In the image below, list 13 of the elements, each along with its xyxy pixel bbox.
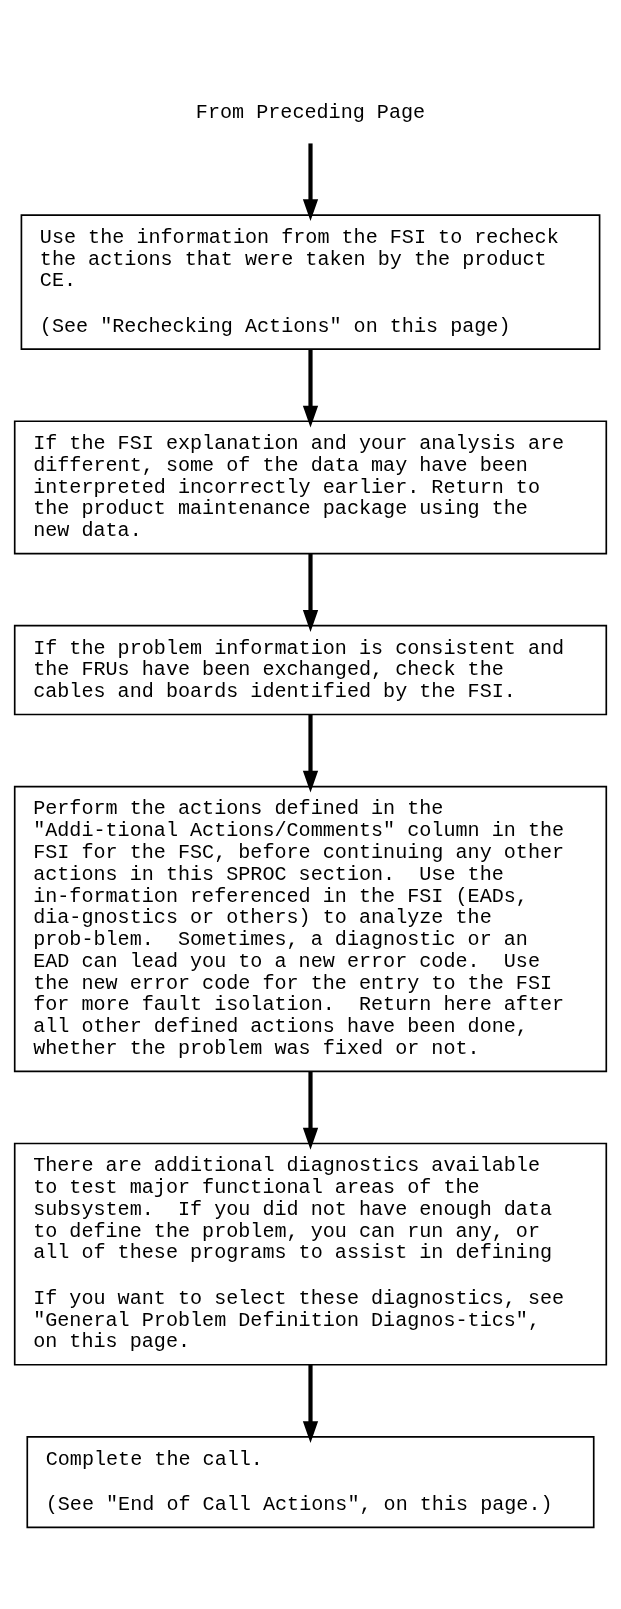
node-box: If the FSI explanation and your analysis are different, some of the data may have been interpreted incorrectly earlier. Return to the product maintenance package using the new data.: [13, 419, 608, 554]
node-text: From Preceding Page: [195, 100, 426, 124]
arrow: [302, 553, 319, 632]
node-box: Complete the call. (See "End of Call Actions", on this page.): [26, 1435, 595, 1528]
arrow: [302, 1071, 319, 1150]
arrow: [302, 1364, 319, 1443]
node-box: Perform the actions defined in the "Addi-tional Actions/Comments" column in the FSI for the FSC, before continuing any other actions in this SPROC section. Use the in-formation referenced in the FSI (EADs, dia-gnostics or others) to analyze the prob-blem. Sometimes, a diagnostic or an EAD can lead you to a new error code. Use the new error code for the entry to the FSI for more fault isolation. Return here after all other defined actions have been done, whether the problem was fixed or not.: [13, 785, 608, 1072]
node-box: There are additional diagnostics available to test major functional areas of the subsystem. If you did not have enough data to define the problem, you can run any, or all of these programs to assist in defining If you want to select these diagnostics, see "General Problem Definition Diagnos-tics", on this page.: [13, 1142, 608, 1366]
arrow: [302, 714, 319, 793]
arrow: [302, 348, 319, 428]
node-box: If the problem information is consistent and the FRUs have been exchanged, check the cables and boards identified by the FSI.: [13, 624, 608, 715]
node-box: Use the information from the FSI to recheck the actions that were taken by the product CE. (See "Rechecking Actions" on this page): [20, 213, 601, 350]
arrow: [302, 142, 319, 221]
